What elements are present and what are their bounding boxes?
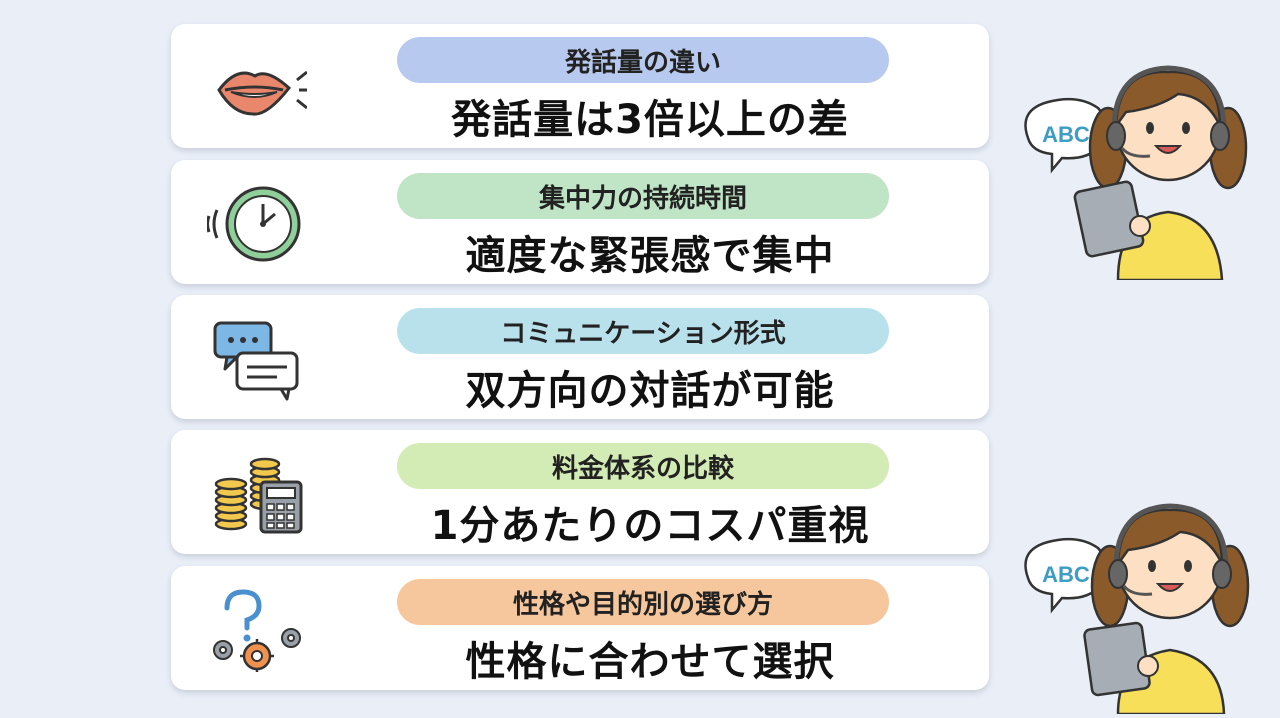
card-label: 発話量の違い bbox=[397, 37, 889, 83]
card-pricing: 料金体系の比較 1分あたりのコスパ重視 bbox=[171, 430, 989, 554]
card-speaking-volume: 発話量の違い 発話量は3倍以上の差 bbox=[171, 24, 989, 148]
girl-with-tablet-illustration: ABC bbox=[1018, 478, 1258, 716]
coins-calculator-icon bbox=[207, 452, 307, 536]
card-concentration: 集中力の持続時間 適度な緊張感で集中 bbox=[171, 160, 989, 284]
card-label: コミュニケーション形式 bbox=[397, 308, 889, 354]
card-headline: 発話量は3倍以上の差 bbox=[451, 97, 849, 143]
question-gears-icon bbox=[207, 588, 307, 673]
clock-icon bbox=[206, 182, 307, 266]
card-headline: 双方向の対話が可能 bbox=[465, 368, 835, 414]
card-label: 集中力の持続時間 bbox=[397, 173, 889, 219]
card-headline: 1分あたりのコスパ重視 bbox=[430, 503, 870, 549]
speech-bubble-text: ABC bbox=[1042, 122, 1090, 147]
card-headline: 適度な緊張感で集中 bbox=[465, 233, 835, 279]
chat-bubbles-icon bbox=[207, 317, 307, 401]
card-headline: 性格に合わせて選択 bbox=[465, 639, 835, 685]
card-communication: コミュニケーション形式 双方向の対話が可能 bbox=[171, 295, 989, 419]
lips-icon bbox=[207, 46, 311, 130]
card-personality: 性格や目的別の選び方 性格に合わせて選択 bbox=[171, 566, 989, 690]
girl-with-tablet-illustration: ABC bbox=[1018, 48, 1258, 282]
card-label: 性格や目的別の選び方 bbox=[397, 579, 889, 625]
card-label: 料金体系の比較 bbox=[397, 443, 889, 489]
speech-bubble-text: ABC bbox=[1042, 562, 1090, 587]
